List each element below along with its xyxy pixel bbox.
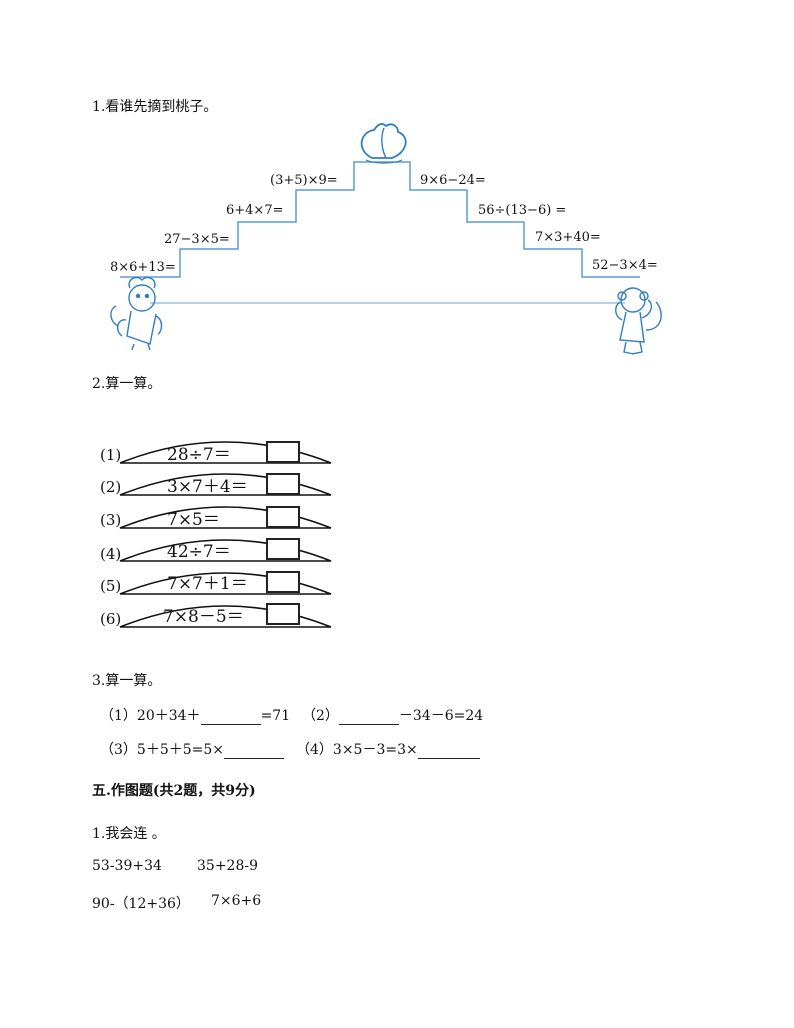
row-num-2: (2) xyxy=(100,478,122,496)
right-step-4: 52−3×4= xyxy=(592,258,658,273)
q3-part-1: （1）20＋34＋ =71 xyxy=(100,705,290,725)
left-step-1: 8×6+13= xyxy=(110,260,176,275)
answer-box-2[interactable] xyxy=(266,473,300,495)
row-num-5: (5) xyxy=(100,577,122,595)
row-num-6: (6) xyxy=(100,610,122,628)
row-num-4: (4) xyxy=(100,545,122,563)
q3-p1-blank[interactable] xyxy=(200,710,261,725)
row-num-1: (1) xyxy=(100,446,122,464)
left-step-3: 6+4×7= xyxy=(226,203,284,218)
row-expr-6: 7×8－5＝ xyxy=(163,607,244,627)
answer-box-3[interactable] xyxy=(266,506,300,528)
arc-row-6 xyxy=(119,605,332,628)
q3-p3-num: （3） xyxy=(100,742,137,758)
right-step-1: 9×6−24= xyxy=(420,173,486,188)
q3-p4-blank[interactable] xyxy=(417,744,480,759)
q3-p1-result: =71 xyxy=(260,708,291,724)
row-expr-3: 7×5＝ xyxy=(167,510,220,530)
arc-row-2 xyxy=(119,473,332,496)
q3-p1-num: （1） xyxy=(100,708,137,724)
arc-row-4 xyxy=(119,539,332,562)
arc-row-3 xyxy=(119,506,332,529)
answer-box-4[interactable] xyxy=(266,538,300,560)
row-expr-1: 28÷7＝ xyxy=(167,445,231,465)
q3-title: 3.算一算。 xyxy=(92,673,162,689)
staircase-outline xyxy=(120,161,640,278)
row-expr-2: 3×7＋4＝ xyxy=(167,477,248,497)
arc-row-5 xyxy=(119,572,332,595)
left-step-2: 27−3×5= xyxy=(164,232,230,247)
q3-part-4: （4）3×5－3=3× xyxy=(296,739,480,759)
q3-p2-blank[interactable] xyxy=(338,710,399,725)
right-step-2: 56÷(13−6) = xyxy=(478,203,567,218)
arc-row-1 xyxy=(119,441,332,464)
q3-p4-num: （4） xyxy=(296,742,333,758)
q2-title: 2.算一算。 xyxy=(92,376,162,392)
row-num-3: (3) xyxy=(100,511,122,529)
monkey-icon xyxy=(615,287,662,355)
q3-part-3: （3）5＋5＋5=5× xyxy=(100,739,285,759)
answer-box-6[interactable] xyxy=(266,603,300,625)
s5-row1-right: 35+28-9 xyxy=(197,858,258,874)
answer-box-5[interactable] xyxy=(266,571,300,593)
answer-box-1[interactable] xyxy=(266,441,300,463)
right-step-3: 7×3+40= xyxy=(535,230,601,245)
q3-p1-expr: 20＋34＋ xyxy=(136,708,201,724)
q3-p2-expr: －34－6=24 xyxy=(398,708,484,724)
q3-p3-expr: 5＋5＋5=5× xyxy=(136,742,225,758)
row-expr-4: 42÷7＝ xyxy=(167,542,231,562)
section5-heading: 五.作图题(共2题，共9分) xyxy=(92,783,256,799)
q3-part-2: （2） －34－6=24 xyxy=(302,705,483,725)
q1-title: 1.看谁先摘到桃子。 xyxy=(92,99,218,115)
q3-p3-blank[interactable] xyxy=(224,744,285,759)
s5-row2-left: 90-（12+36） xyxy=(92,896,190,912)
q3-p2-num: （2） xyxy=(302,708,339,724)
row-expr-5: 7×7＋1＝ xyxy=(167,574,248,594)
peach-icon xyxy=(360,123,407,164)
s5-q1-title: 1.我会连 。 xyxy=(92,826,166,842)
s5-row2-right: 7×6+6 xyxy=(211,893,262,909)
left-step-4: (3+5)×9= xyxy=(270,173,338,188)
s5-row1-left: 53-39+34 xyxy=(92,858,162,874)
q3-p4-expr: 3×5－3=3× xyxy=(332,742,418,758)
lion-icon xyxy=(110,276,163,351)
